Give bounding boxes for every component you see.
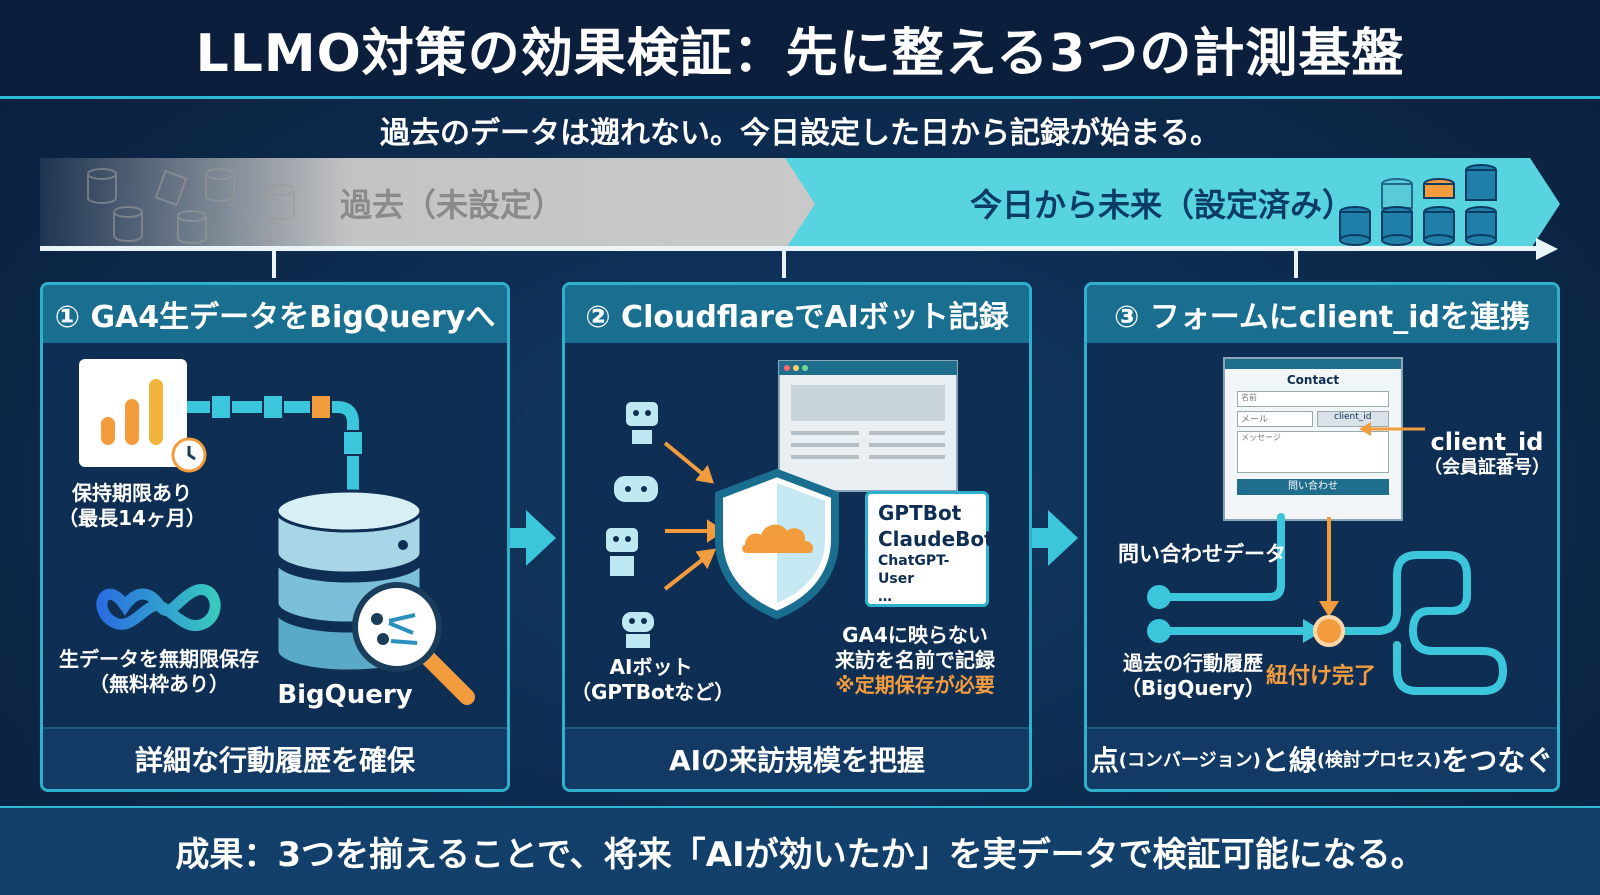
timeline-tick-2 <box>782 250 786 278</box>
data-link-diagram <box>1147 513 1508 695</box>
record-label: GA4に映らない 来訪を名前で記録 ※定期保存が必要 <box>815 623 1015 698</box>
form-name-field: 名前 <box>1237 391 1389 407</box>
past-database-icons <box>87 168 295 244</box>
subtitle: 過去のデータは遡れない。今日設定した日から記録が始まる。 <box>380 116 1220 151</box>
raw-data-label: 生データを無期限保存 （無料枠あり） <box>59 647 259 696</box>
panel-heading: ③ フォームにclient_idを連携 <box>1087 285 1557 343</box>
connector-1-arrow <box>526 510 556 566</box>
timeline-arrowhead <box>1536 238 1558 260</box>
connector-2-arrow <box>1048 510 1078 566</box>
panel-heading: ① GA4生データをBigQueryへ <box>43 285 507 343</box>
panel-footer: 詳細な行動履歴を確保 <box>43 727 507 789</box>
bot-name: … <box>878 589 892 606</box>
ga4-logo-icon <box>79 359 187 467</box>
clock-icon <box>171 437 207 473</box>
future-database-icons <box>1339 164 1497 246</box>
bot-name: ClaudeBot <box>878 527 994 551</box>
aibot-label: AIボット （GPTBotなど） <box>571 655 735 704</box>
robot-icons <box>604 393 660 650</box>
bigquery-label: BigQuery <box>277 680 413 710</box>
client-id-label: client_id （会員証番号） <box>1424 428 1550 478</box>
panel-ga4-bigquery: ① GA4生データをBigQueryへ 保持期限あり （最長14ヶ月） 生データ… <box>40 282 510 792</box>
retention-label: 保持期限あり （最長14ヶ月） <box>58 481 206 530</box>
contact-form-icon: Contact 名前 メール client_id メッセージ 問い合わせ <box>1223 357 1403 521</box>
form-title: Contact <box>1286 373 1340 387</box>
form-submit-button: 問い合わせ <box>1237 479 1389 495</box>
inquiry-data-label: 問い合わせデータ <box>1118 542 1286 566</box>
future-label: 今日から未来（設定済み） <box>970 186 1355 224</box>
magnifier-icon <box>352 582 475 705</box>
timeline-tick-1 <box>272 250 276 278</box>
panel-form-client-id: ③ フォームにclient_idを連携 Contact 名前 メール clien… <box>1084 282 1560 792</box>
result-banner: 成果：3つを揃えることで、将来「AIが効いたか」を実データで検証可能になる。 <box>0 806 1600 895</box>
bot-name: ChatGPT-User <box>878 553 950 588</box>
bot-arrows <box>663 441 725 591</box>
meta-infinity-icon <box>96 584 221 631</box>
client-id-arrow <box>1359 422 1425 436</box>
panel-heading: ② CloudflareでAIボット記録 <box>565 285 1029 343</box>
browser-window-icon <box>778 360 958 492</box>
panel-footer: 点(コンバージョン)と線(検討プロセス)をつなぐ <box>1087 727 1557 789</box>
history-label: 過去の行動履歴 （BigQuery） <box>1120 651 1266 700</box>
timeline-axis <box>40 246 1540 251</box>
panel-footer: AIの来訪規模を把握 <box>565 727 1029 789</box>
panel-cloudflare-bots: ② CloudflareでAIボット記録 GPTBot ClaudeBot Ch… <box>562 282 1032 792</box>
form-titlebar <box>1225 359 1401 369</box>
linked-label: 紐付け完了 <box>1265 664 1376 689</box>
form-message-field: メッセージ <box>1237 431 1389 473</box>
connector-2-bar <box>1032 528 1050 548</box>
bot-list-box: GPTBot ClaudeBot ChatGPT-User … <box>865 491 994 607</box>
form-mail-field: メール <box>1237 411 1313 427</box>
page-title: LLMO対策の効果検証：先に整える3つの計測基盤 <box>195 23 1405 84</box>
past-label: 過去（未設定） <box>340 186 565 224</box>
timeline: 過去（未設定） 今日から未来（設定済み） <box>40 158 1560 278</box>
shield-cloud-icon <box>715 468 839 620</box>
save-note: ※定期保存が必要 <box>835 673 995 697</box>
title-bar: LLMO対策の効果検証：先に整える3つの計測基盤 <box>0 0 1600 99</box>
bot-name: GPTBot <box>878 501 962 525</box>
timeline-tick-3 <box>1294 250 1298 278</box>
connector-1-bar <box>510 528 528 548</box>
